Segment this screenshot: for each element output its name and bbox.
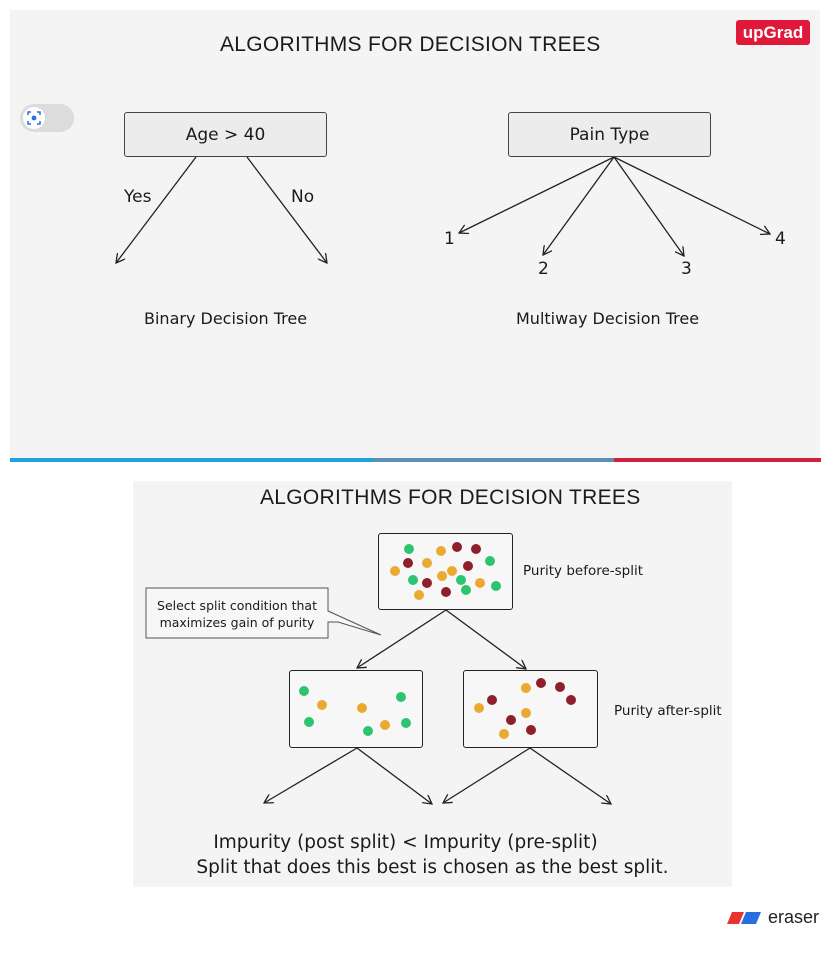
branch-2-arrow — [543, 156, 615, 255]
sample-dot-orange — [357, 703, 367, 713]
yes-branch-arrow — [116, 156, 197, 263]
bar-segment-steel — [373, 458, 614, 462]
slide-binary-multiway — [10, 10, 820, 460]
slide1-color-bar — [10, 458, 821, 462]
branch-1-arrow — [459, 156, 615, 233]
sample-dot-maroon — [422, 578, 432, 588]
branch-label-1: 1 — [444, 229, 455, 249]
bar-segment-blue — [10, 458, 373, 462]
right-child-box — [463, 670, 598, 748]
sample-dot-maroon — [403, 558, 413, 568]
binary-caption: Binary Decision Tree — [144, 309, 308, 328]
sample-dot-green — [304, 717, 314, 727]
sample-dot-green — [456, 575, 466, 585]
sample-dot-orange — [499, 729, 509, 739]
sample-dot-orange — [521, 708, 531, 718]
sample-dot-orange — [390, 566, 400, 576]
slide2-tree-edges — [145, 587, 836, 810]
impurity-inequality: Impurity (post split) < Impurity (pre-sp… — [213, 832, 598, 853]
sample-dot-orange — [380, 720, 390, 730]
slide2-title: ALGORITHMS FOR DECISION TREES — [260, 486, 641, 509]
no-label: No — [291, 187, 315, 207]
sample-dot-green — [404, 544, 414, 554]
callout-line-1: Select split condition that — [157, 598, 317, 613]
sample-dot-orange — [422, 558, 432, 568]
sample-dot-orange — [475, 578, 485, 588]
callout-line-2: maximizes gain of purity — [159, 615, 315, 630]
sample-dot-maroon — [555, 682, 565, 692]
sample-dot-maroon — [463, 561, 473, 571]
sample-dot-green — [299, 686, 309, 696]
sample-dot-orange — [436, 546, 446, 556]
sample-dot-maroon — [566, 695, 576, 705]
sample-dot-orange — [414, 590, 424, 600]
sample-dot-maroon — [506, 715, 516, 725]
sample-dot-orange — [521, 683, 531, 693]
branch-3-arrow — [613, 156, 684, 256]
sample-dot-maroon — [452, 542, 462, 552]
sample-dot-maroon — [471, 544, 481, 554]
no-branch-arrow — [246, 156, 327, 263]
sample-dot-orange — [437, 571, 447, 581]
sample-dot-orange — [317, 700, 327, 710]
sample-dot-green — [408, 575, 418, 585]
sample-dot-orange — [447, 566, 457, 576]
sample-dot-green — [396, 692, 406, 702]
yes-label: Yes — [124, 187, 152, 207]
best-split-statement: Split that does this best is chosen as t… — [196, 857, 669, 878]
slide1-tree-edges — [0, 156, 836, 470]
branch-label-3: 3 — [681, 259, 692, 279]
screenshot-icon — [23, 107, 45, 129]
eraser-logo-icon — [727, 911, 761, 924]
sample-dot-maroon — [487, 695, 497, 705]
sample-dot-green — [485, 556, 495, 566]
eraser-label: eraser — [768, 907, 820, 927]
sample-dot-maroon — [536, 678, 546, 688]
multiway-caption: Multiway Decision Tree — [516, 309, 700, 328]
sample-dot-green — [461, 585, 471, 595]
sample-dot-green — [363, 726, 373, 736]
upgrad-logo: upGrad — [736, 20, 810, 45]
sample-dot-maroon — [441, 587, 451, 597]
left-child-box — [289, 670, 423, 748]
bar-segment-red — [614, 458, 821, 462]
multiway-root-node: Pain Type — [508, 112, 711, 157]
split-condition-callout: Select split condition that maximizes ga… — [146, 597, 328, 631]
branch-label-4: 4 — [775, 229, 786, 249]
sample-dot-green — [401, 718, 411, 728]
sample-dot-green — [491, 581, 501, 591]
sample-dot-maroon — [526, 725, 536, 735]
screenshot-toggle[interactable] — [20, 104, 74, 132]
eraser-watermark: eraser — [726, 907, 819, 928]
purity-before-label: Purity before-split — [523, 563, 644, 579]
branch-4-arrow — [613, 156, 770, 234]
slide1-title: ALGORITHMS FOR DECISION TREES — [220, 33, 601, 56]
sample-dot-orange — [474, 703, 484, 713]
branch-label-2: 2 — [538, 259, 549, 279]
purity-after-label: Purity after-split — [614, 703, 722, 719]
binary-root-node: Age > 40 — [124, 112, 327, 157]
